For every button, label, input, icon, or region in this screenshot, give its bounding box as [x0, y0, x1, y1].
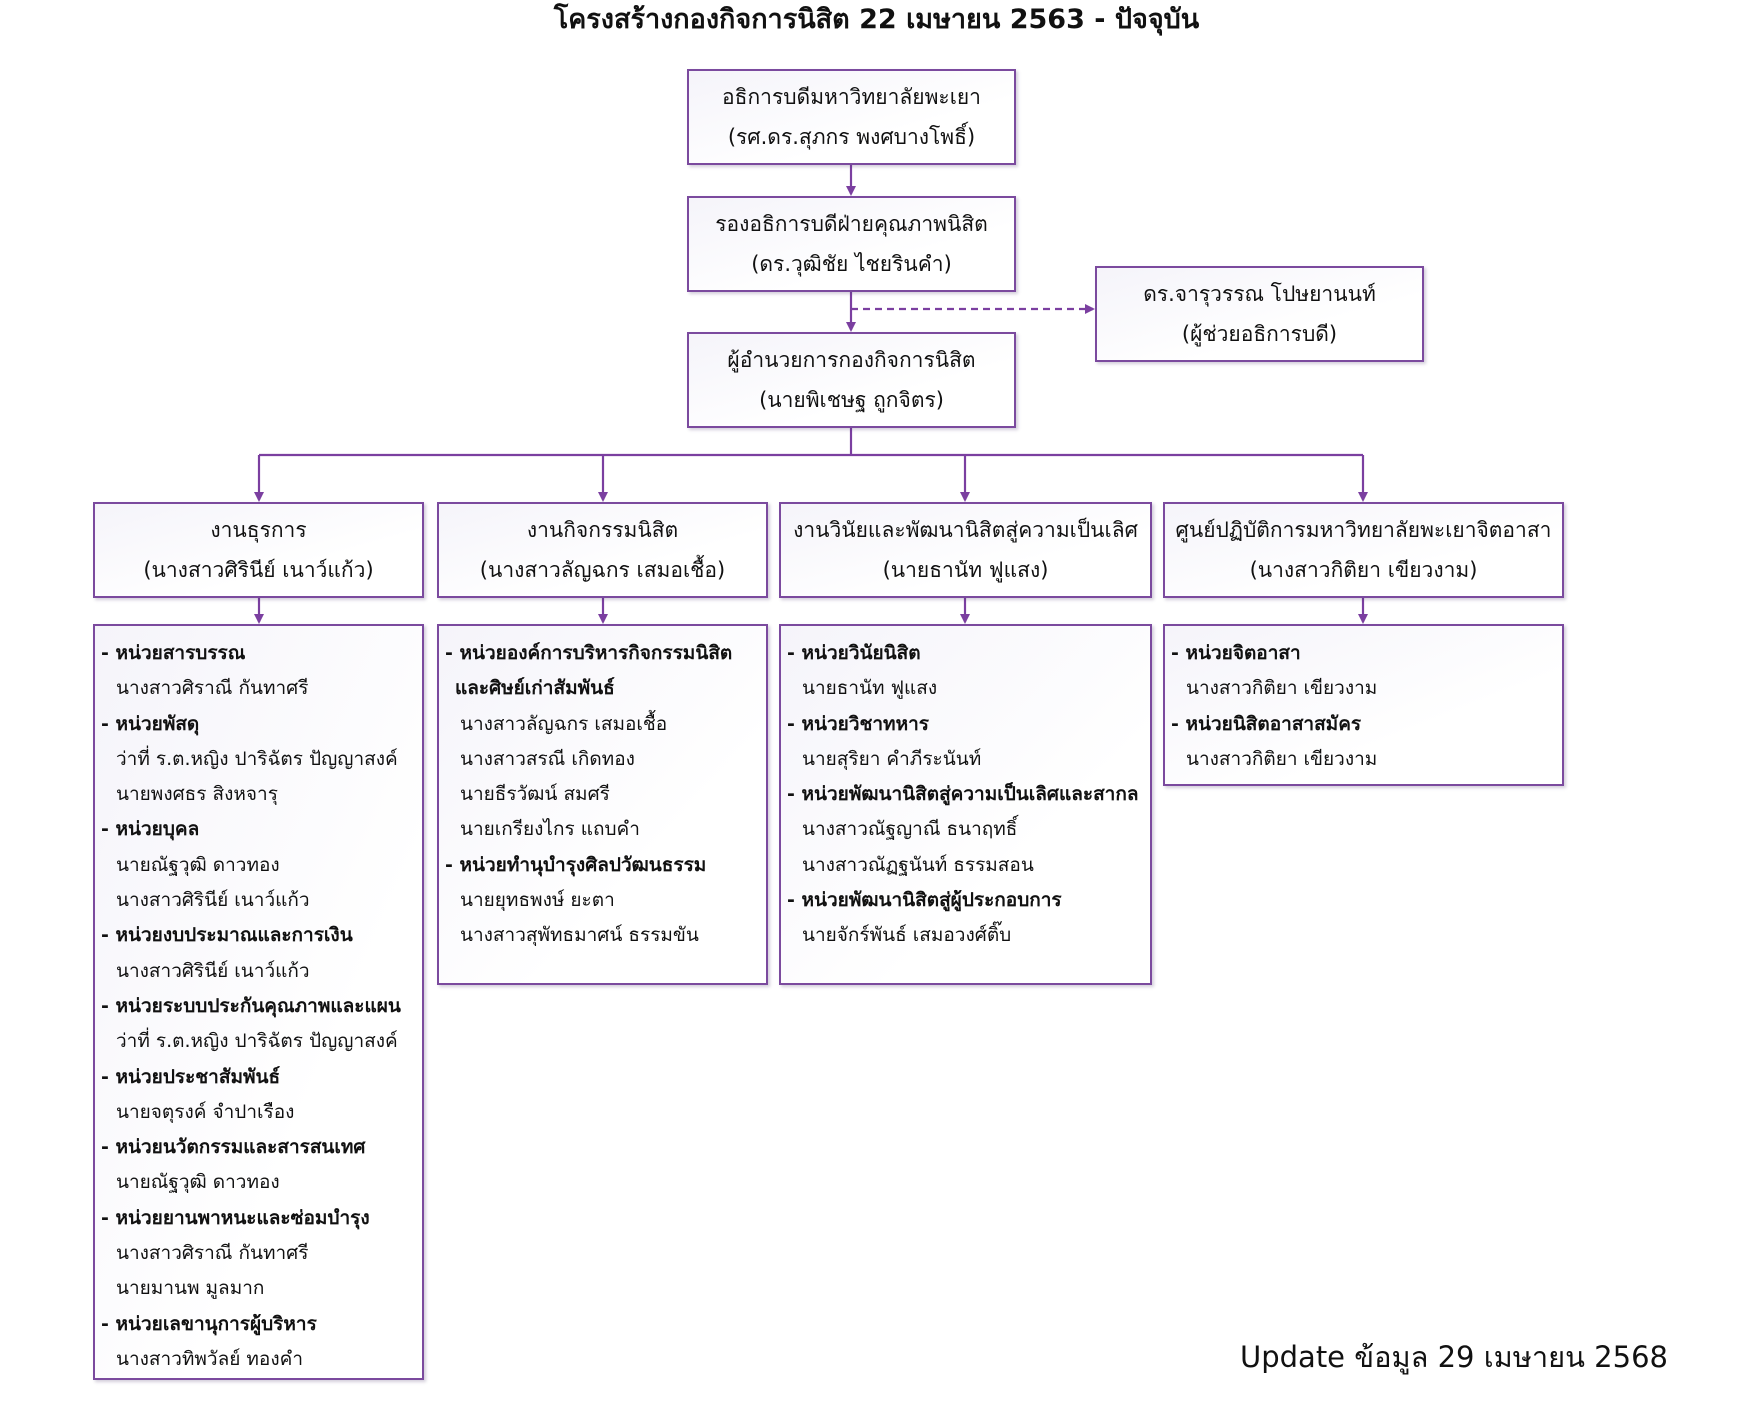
unit-member: นางสาวศิรินีย์ เนาว์แก้ว — [116, 959, 310, 982]
node-director-person: (นายพิเชษฐ ถูกจิตร) — [759, 388, 944, 412]
unit-heading: - หน่วยนิสิตอาสาสมัคร — [1171, 712, 1362, 735]
unit-heading: - หน่วยองค์การบริหารกิจกรรมนิสิต — [445, 642, 733, 664]
unit-heading: - หน่วยงบประมาณและการเงิน — [101, 924, 353, 947]
unit-member: นางสาวกิติยา เขียวงาม — [1186, 677, 1378, 700]
units-discipline: - หน่วยวินัยนิสิตนายธานัท ฟูแสง - หน่วยวิ… — [779, 624, 1152, 985]
unit-member: นางสาวณัฏฐนันท์ ธรรมสอน — [802, 853, 1034, 876]
unit-member: นางสาวณัฐญาณี ธนาฤทธิ์ — [802, 818, 1018, 841]
node-director-title: ผู้อำนวยการกองกิจการนิสิต — [727, 348, 976, 372]
unit-member: นายสุริยา คำภีระนันท์ — [802, 747, 982, 770]
unit-member: นายณัฐวุฒิ ดาวทอง — [116, 1171, 280, 1194]
dept-title: งานวินัยและพัฒนานิสิตสู่ความเป็นเลิศ — [793, 518, 1138, 542]
unit-member: นางสาวศิรินีย์ เนาว์แก้ว — [116, 889, 310, 912]
update-footer: Update ข้อมูล 29 เมษายน 2568 — [1240, 1340, 1668, 1374]
unit-member: นายจตุรงค์ จำปาเรือง — [116, 1100, 295, 1123]
node-dept-discipline: งานวินัยและพัฒนานิสิตสู่ความเป็นเลิศ (นา… — [779, 502, 1152, 598]
unit-member: ว่าที่ ร.ต.หญิง ปาริฉัตร ปัญญาสงค์ — [116, 747, 398, 770]
node-director: ผู้อำนวยการกองกิจการนิสิต (นายพิเชษฐ ถูก… — [687, 332, 1016, 428]
node-dept-admin: งานธุรการ (นางสาวศิรินีย์ เนาว์แก้ว) — [93, 502, 424, 598]
unit-heading: - หน่วยสารบรรณ — [101, 642, 246, 664]
unit-member: นายยุทธพงษ์ ยะตา — [460, 889, 615, 912]
unit-heading: - หน่วยพัฒนานิสิตสู่ผู้ประกอบการ — [787, 889, 1062, 912]
dept-title: ศูนย์ปฏิบัติการมหาวิทยาลัยพะเยาจิตอาสา — [1175, 518, 1552, 542]
dept-person: (นายธานัท ฟูแสง) — [882, 558, 1049, 582]
node-vice-president-person: (ดร.วุฒิชัย ไชยรินคำ) — [751, 252, 952, 276]
unit-member: นายเกรียงไกร แถบคำ — [460, 818, 640, 841]
unit-heading: - หน่วยประชาสัมพันธ์ — [101, 1065, 281, 1088]
chart-title: โครงสร้างกองกิจการนิสิต 22 เมษายน 2563 -… — [553, 4, 1200, 35]
unit-heading-cont: และศิษย์เก่าสัมพันธ์ — [455, 677, 615, 700]
unit-heading: - หน่วยนวัตกรรมและสารสนเทศ — [101, 1136, 366, 1159]
unit-member: ว่าที่ ร.ต.หญิง ปาริฉัตร ปัญญาสงค์ — [116, 1030, 398, 1053]
dept-title: งานธุรการ — [210, 518, 307, 542]
unit-member: นายธีรวัฒน์ สมศรี — [460, 783, 610, 806]
unit-heading: - หน่วยพัฒนานิสิตสู่ความเป็นเลิศและสากล — [787, 783, 1139, 806]
unit-heading: - หน่วยวินัยนิสิต — [787, 642, 921, 664]
dept-title: งานกิจกรรมนิสิต — [526, 518, 679, 542]
unit-heading: - หน่วยวิชาทหาร — [787, 712, 929, 735]
dept-person: (นางสาวศิรินีย์ เนาว์แก้ว) — [143, 558, 374, 582]
node-dept-activities: งานกิจกรรมนิสิต (นางสาวลัญฉกร เสมอเชื้อ) — [437, 502, 768, 598]
node-assistant-title: ดร.จารุวรรณ โปษยานนท์ — [1143, 282, 1376, 306]
unit-member: นายธานัท ฟูแสง — [802, 677, 938, 700]
node-vice-president: รองอธิการบดีฝ่ายคุณภาพนิสิต (ดร.วุฒิชัย … — [687, 196, 1016, 292]
units-activities: - หน่วยองค์การบริหารกิจกรรมนิสิตและศิษย์… — [437, 624, 768, 985]
unit-member: นายมานพ มูลมาก — [116, 1277, 265, 1300]
unit-heading: - หน่วยเลขานุการผู้บริหาร — [101, 1312, 317, 1335]
node-president: อธิการบดีมหาวิทยาลัยพะเยา (รศ.ดร.สุภกร พ… — [687, 69, 1016, 165]
unit-heading: - หน่วยจิตอาสา — [1171, 642, 1301, 664]
node-vice-president-title: รองอธิการบดีฝ่ายคุณภาพนิสิต — [715, 212, 988, 236]
dept-person: (นางสาวลัญฉกร เสมอเชื้อ) — [479, 558, 726, 582]
unit-member: นายจักร์พันธ์ เสมอวงศ์ติ๊บ — [802, 924, 1012, 947]
unit-member: นายณัฐวุฒิ ดาวทอง — [116, 853, 280, 876]
unit-member: นางสาวกิติยา เขียวงาม — [1186, 747, 1378, 770]
node-assistant-person: (ผู้ช่วยอธิการบดี) — [1181, 322, 1338, 346]
unit-member: นางสาวทิพวัลย์ ทองคำ — [116, 1347, 303, 1370]
unit-member: นายพงศธร สิงหจารุ — [116, 783, 278, 806]
node-dept-volunteer: ศูนย์ปฏิบัติการมหาวิทยาลัยพะเยาจิตอาสา (… — [1163, 502, 1564, 598]
unit-heading: - หน่วยระบบประกันคุณภาพและแผน — [101, 994, 401, 1017]
unit-member: นางสาวลัญฉกร เสมอเชื้อ — [460, 712, 668, 735]
units-volunteer: - หน่วยจิตอาสานางสาวกิติยา เขียวงาม - หน่… — [1163, 624, 1564, 786]
node-president-title: อธิการบดีมหาวิทยาลัยพะเยา — [722, 85, 981, 109]
dept-person: (นางสาวกิติยา เขียวงาม) — [1249, 558, 1478, 582]
units-admin: - หน่วยสารบรรณนางสาวศิราณี กันทาศรี - หน่… — [93, 624, 424, 1380]
unit-heading: - หน่วยพัสดุ — [101, 712, 200, 735]
node-assistant: ดร.จารุวรรณ โปษยานนท์ (ผู้ช่วยอธิการบดี) — [1095, 266, 1424, 362]
unit-member: นางสาวสรณี เกิดทอง — [460, 747, 635, 770]
unit-heading: - หน่วยทำนุบำรุงศิลปวัฒนธรรม — [445, 853, 707, 876]
node-president-person: (รศ.ดร.สุภกร พงศบางโพธิ์) — [727, 125, 976, 149]
unit-heading: - หน่วยยานพาหนะและซ่อมบำรุง — [101, 1206, 370, 1229]
unit-member: นางสาวศิราณี กันทาศรี — [116, 1242, 309, 1265]
unit-heading: - หน่วยบุคล — [101, 818, 200, 841]
unit-member: นางสาวสุพัทธมาศน์ ธรรมขัน — [460, 924, 699, 947]
unit-member: นางสาวศิราณี กันทาศรี — [116, 677, 309, 700]
